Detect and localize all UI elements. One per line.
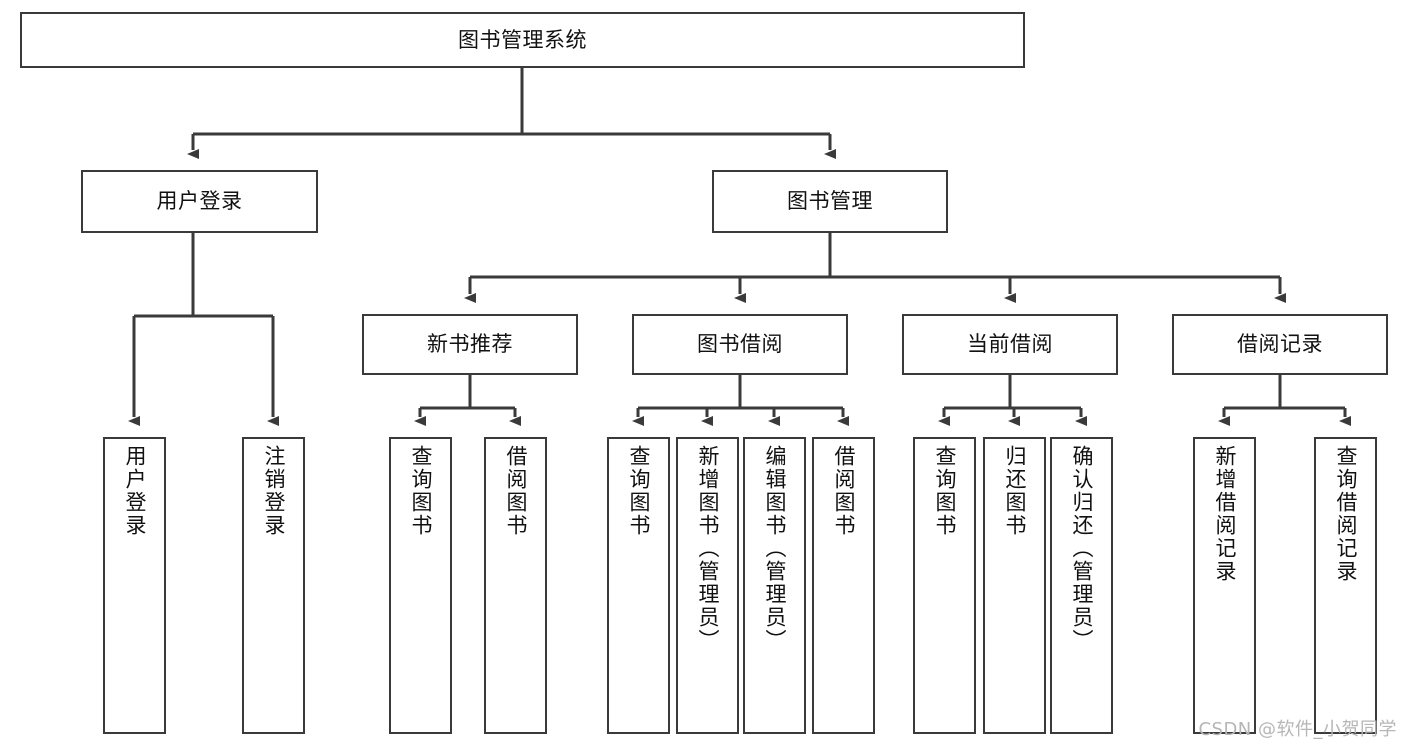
node-new-book-recommend[interactable]: 新书推荐 <box>362 314 578 375</box>
leaf-query-book-2[interactable]: 查询图书 <box>607 437 670 734</box>
node-borrow-record[interactable]: 借阅记录 <box>1172 314 1388 375</box>
leaf-borrow-book-1-label: 借阅图书 <box>504 445 528 537</box>
node-root[interactable]: 图书管理系统 <box>20 12 1025 68</box>
node-current-borrow[interactable]: 当前借阅 <box>902 314 1118 375</box>
node-new-book-recommend-label: 新书推荐 <box>427 332 513 357</box>
leaf-user-login[interactable]: 用户登录 <box>103 437 166 734</box>
leaf-query-book-3-label: 查询图书 <box>933 445 957 537</box>
node-current-borrow-label: 当前借阅 <box>967 332 1053 357</box>
leaf-query-book-1-label: 查询图书 <box>409 445 433 537</box>
leaf-return-book[interactable]: 归还图书 <box>983 437 1046 734</box>
leaf-add-record-label: 新增借阅记录 <box>1213 445 1237 583</box>
leaf-logout-label: 注销登录 <box>262 445 286 537</box>
node-book-manage[interactable]: 图书管理 <box>712 170 948 233</box>
node-book-borrow[interactable]: 图书借阅 <box>632 314 848 375</box>
leaf-borrow-book-2[interactable]: 借阅图书 <box>812 437 875 734</box>
leaf-query-book-1[interactable]: 查询图书 <box>389 437 452 734</box>
leaf-add-book[interactable]: 新增图书（管理员） <box>676 437 739 734</box>
leaf-query-book-3[interactable]: 查询图书 <box>913 437 976 734</box>
leaf-add-record[interactable]: 新增借阅记录 <box>1193 437 1256 734</box>
leaf-return-book-label: 归还图书 <box>1003 445 1027 537</box>
leaf-query-record[interactable]: 查询借阅记录 <box>1314 437 1377 734</box>
leaf-confirm-return[interactable]: 确认归还（管理员） <box>1050 437 1113 734</box>
node-user-login-label: 用户登录 <box>156 189 243 214</box>
leaf-edit-book[interactable]: 编辑图书（管理员） <box>743 437 806 734</box>
csdn-watermark: CSDN @软件_小贺同学 <box>1198 719 1397 740</box>
leaf-add-book-label: 新增图书（管理员） <box>696 445 720 652</box>
leaf-logout[interactable]: 注销登录 <box>242 437 305 734</box>
leaf-borrow-book-2-label: 借阅图书 <box>832 445 856 537</box>
leaf-query-record-label: 查询借阅记录 <box>1334 445 1358 583</box>
leaf-user-login-label: 用户登录 <box>123 445 147 537</box>
leaf-query-book-2-label: 查询图书 <box>627 445 651 537</box>
leaf-edit-book-label: 编辑图书（管理员） <box>763 445 787 652</box>
node-book-manage-label: 图书管理 <box>787 189 873 214</box>
leaf-borrow-book-1[interactable]: 借阅图书 <box>484 437 547 734</box>
node-book-borrow-label: 图书借阅 <box>697 332 783 357</box>
leaf-confirm-return-label: 确认归还（管理员） <box>1070 445 1094 652</box>
node-user-login[interactable]: 用户登录 <box>81 170 318 233</box>
node-borrow-record-label: 借阅记录 <box>1237 332 1323 357</box>
node-root-label: 图书管理系统 <box>458 27 587 52</box>
